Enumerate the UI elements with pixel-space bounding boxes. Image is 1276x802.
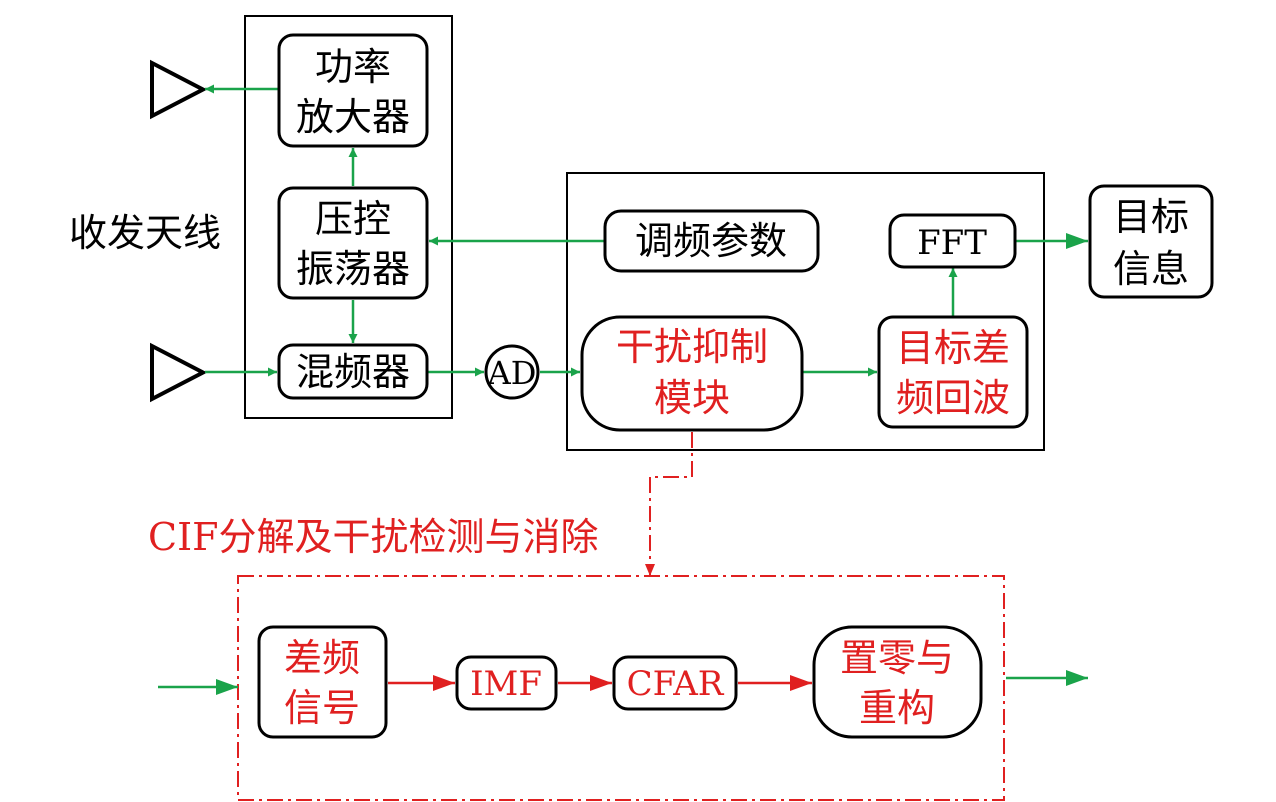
fm-params-block: 调频参数 xyxy=(603,209,820,273)
fft-label: FFT xyxy=(917,223,987,263)
arrow-module-to-cif xyxy=(645,432,693,576)
antenna-rx-icon xyxy=(150,342,208,403)
fft-block: FFT xyxy=(888,213,1017,269)
beat-signal-line-2: 信号 xyxy=(284,686,360,730)
antenna-tx-icon xyxy=(150,59,208,120)
zero-reconstruct-line-2: 重构 xyxy=(859,686,935,730)
imf-label: IMF xyxy=(470,664,542,704)
processing-frame xyxy=(566,172,1045,451)
target-info-block: 目标 信息 xyxy=(1088,184,1214,299)
power-amp-line-2: 放大器 xyxy=(296,95,410,139)
echo-line-1: 目标差 xyxy=(896,326,1010,370)
transceiver-frame xyxy=(244,15,453,419)
fm-params-label: 调频参数 xyxy=(635,219,787,263)
echo-line-2: 频回波 xyxy=(896,376,1010,420)
mixer-label: 混频器 xyxy=(296,350,410,394)
cif-title: CIF分解及干扰检测与消除 xyxy=(148,515,598,559)
power-amplifier-block: 功率 放大器 xyxy=(277,33,429,148)
target-beat-echo-block: 目标差 频回波 xyxy=(877,315,1029,429)
zero-reconstruct-line-1: 置零与 xyxy=(840,636,954,680)
mixer-block: 混频器 xyxy=(277,343,429,400)
interference-line-2: 模块 xyxy=(654,376,730,420)
cfar-label: CFAR xyxy=(627,664,725,704)
cfar-block: CFAR xyxy=(612,655,738,711)
vco-line-2: 振荡器 xyxy=(296,247,410,291)
ad-converter-block: AD xyxy=(484,344,540,400)
power-amp-line-1: 功率 xyxy=(315,45,391,89)
interference-line-1: 干扰抑制 xyxy=(616,325,768,369)
vco-block: 压控 振荡器 xyxy=(277,186,429,300)
target-info-line-2: 信息 xyxy=(1113,247,1189,291)
vco-line-1: 压控 xyxy=(315,197,391,241)
beat-signal-block: 差频 信号 xyxy=(257,625,388,739)
beat-signal-line-1: 差频 xyxy=(284,636,360,680)
ad-label: AD xyxy=(487,354,537,392)
antenna-label: 收发天线 xyxy=(69,211,221,255)
imf-block: IMF xyxy=(455,655,558,711)
target-info-line-1: 目标 xyxy=(1113,195,1189,239)
zero-reconstruct-block: 置零与 重构 xyxy=(812,625,983,739)
interference-suppression-block: 干扰抑制 模块 xyxy=(580,315,804,432)
